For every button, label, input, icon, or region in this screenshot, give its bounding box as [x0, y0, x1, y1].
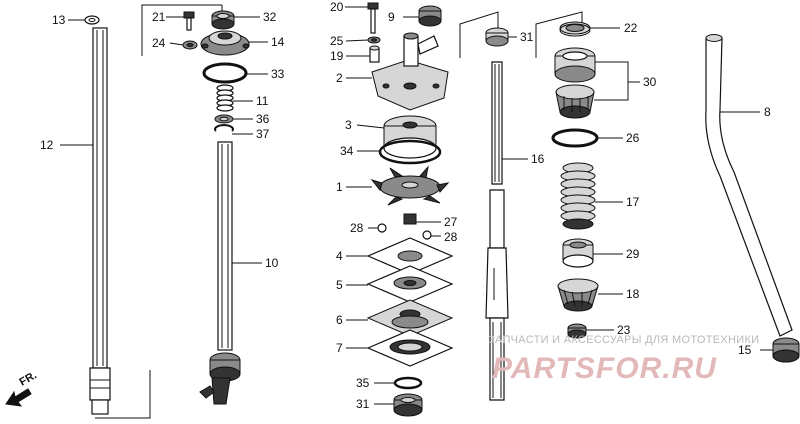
part-bearing-cup-30 — [554, 47, 596, 83]
callout-20: 20 — [330, 0, 344, 14]
callout-28-left: 28 — [350, 221, 364, 235]
front-label: FR. — [18, 369, 39, 388]
part-oring-34 — [378, 139, 442, 165]
part-gasket-4 — [366, 237, 454, 275]
callout-8: 8 — [764, 105, 771, 119]
callout-17: 17 — [626, 195, 640, 209]
part-oring-33 — [202, 62, 248, 84]
callout-4: 4 — [336, 249, 343, 263]
part-pump-housing-2 — [371, 32, 449, 111]
part-plate-7 — [366, 329, 454, 367]
callout-13: 13 — [52, 13, 66, 27]
callout-23: 23 — [617, 323, 631, 337]
part-washer-24 — [182, 40, 198, 50]
part-clip-13 — [84, 15, 100, 25]
part-clip-37 — [214, 124, 234, 132]
part-bolt-21 — [183, 11, 195, 31]
part-impeller-1 — [370, 165, 450, 206]
part-seal-31-upper — [485, 27, 509, 47]
callout-36: 36 — [256, 112, 270, 126]
callout-31-upper: 31 — [520, 30, 534, 44]
callout-11: 11 — [256, 94, 269, 108]
part-housing-14 — [200, 30, 250, 56]
part-insert-cartridge-3 — [383, 115, 437, 159]
part-spring-11 — [216, 84, 234, 112]
callout-5: 5 — [336, 278, 343, 292]
callout-18: 18 — [626, 287, 640, 301]
part-bolt-20 — [367, 2, 379, 34]
part-shaft-10 — [199, 141, 241, 405]
callout-15: 15 — [738, 343, 752, 357]
bracket-lines-col1 — [95, 370, 151, 419]
watermark: ЗАПЧАСТИ И АКСЕССУАРЫ ДЛЯ МОТОТЕХНИКИ PA… — [488, 334, 759, 385]
callout-2: 2 — [336, 71, 343, 85]
callout-14: 14 — [271, 35, 285, 49]
part-water-tube-8 — [705, 34, 793, 337]
part-plate-5 — [366, 265, 454, 303]
callout-34: 34 — [340, 144, 354, 158]
callout-labels: 13 12 21 24 32 14 33 11 36 37 10 20 9 25… — [40, 0, 771, 411]
callout-10: 10 — [265, 256, 279, 270]
part-dowel-19 — [369, 45, 380, 63]
part-nut-23 — [567, 323, 587, 339]
callout-32: 32 — [263, 10, 277, 24]
part-pinion-gear-18 — [557, 278, 599, 312]
front-direction-indicator: FR. — [5, 369, 39, 407]
callout-25: 25 — [330, 34, 344, 48]
callout-31-lower: 31 — [356, 397, 370, 411]
part-pin-28a — [377, 223, 387, 233]
part-grommet-9 — [418, 5, 442, 27]
part-shim-26 — [551, 128, 599, 148]
callout-12: 12 — [40, 138, 54, 152]
callout-35: 35 — [356, 376, 370, 390]
callout-28-right: 28 — [444, 230, 458, 244]
callout-27: 27 — [444, 215, 458, 229]
callout-21: 21 — [152, 10, 166, 24]
callout-1: 1 — [336, 180, 343, 194]
part-gasket-6 — [366, 299, 454, 337]
callout-30: 30 — [643, 75, 657, 89]
callout-33: 33 — [271, 67, 285, 81]
part-bushing-32 — [211, 10, 235, 30]
callout-3: 3 — [345, 118, 352, 132]
part-seal-31-lower — [393, 393, 423, 417]
callout-26: 26 — [626, 131, 640, 145]
callout-7: 7 — [336, 341, 343, 355]
part-propeller-shaft-16 — [485, 61, 509, 401]
part-grommet-15 — [772, 337, 800, 363]
callout-24: 24 — [152, 36, 166, 50]
callout-16: 16 — [531, 152, 545, 166]
callout-6: 6 — [336, 313, 343, 327]
watermark-caption: ЗАПЧАСТИ И АКСЕССУАРЫ ДЛЯ МОТОТЕХНИКИ — [488, 334, 759, 346]
part-needle-bearing-29 — [562, 238, 594, 268]
part-key-27 — [403, 213, 417, 225]
part-bearing-22 — [559, 21, 591, 37]
callout-37: 37 — [256, 127, 270, 141]
part-pin-28b — [422, 230, 432, 240]
callout-19: 19 — [330, 49, 344, 63]
part-washer-36 — [214, 114, 234, 124]
callout-22: 22 — [624, 21, 638, 35]
part-collar-25 — [367, 36, 381, 44]
part-bellows-17 — [560, 162, 596, 230]
part-drive-shaft-12 — [89, 27, 111, 415]
leader-lines — [60, 6, 773, 405]
callout-9: 9 — [388, 10, 395, 24]
part-taper-bearing-30 — [555, 84, 595, 119]
watermark-logo: PARTSFOR.RU — [492, 352, 717, 385]
part-oring-35 — [393, 376, 423, 390]
arrow-down-left-icon — [5, 388, 32, 407]
callout-29: 29 — [626, 247, 640, 261]
